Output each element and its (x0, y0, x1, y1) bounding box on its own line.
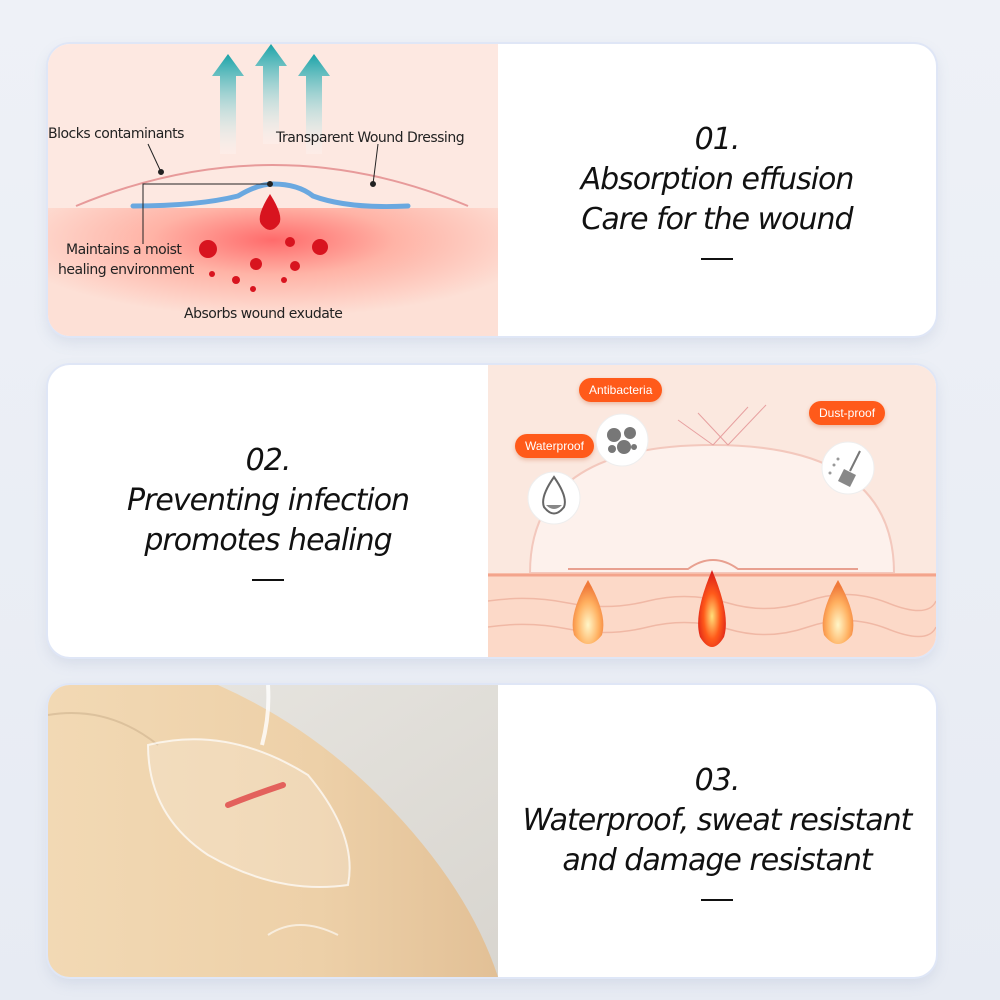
feature-title-line1: Preventing infection (126, 483, 410, 518)
water-stream (260, 685, 271, 746)
feature-number: 03. (694, 763, 741, 798)
arm-photo (48, 685, 498, 977)
feature-title-line1: Absorption effusion (580, 162, 855, 197)
title-underline (701, 258, 733, 260)
feature-text-panel: 03. Waterproof, sweat resistant and dama… (498, 685, 936, 977)
feature-title-line1: Waterproof, sweat resistant (522, 803, 913, 838)
feature-text-panel: 01. Absorption effusion Care for the wou… (498, 44, 936, 336)
water-drop-icon (527, 471, 581, 525)
feature-card-absorption: Blocks contaminants Transparent Wound Dr… (48, 44, 936, 336)
badge-waterproof: Waterproof (515, 434, 594, 458)
callout-lines (142, 143, 379, 244)
skin-barrier-diagram (488, 365, 936, 657)
arm (48, 685, 498, 977)
title-underline (252, 579, 284, 581)
wound-scratch (225, 782, 286, 808)
label-moist-line2: healing environment (58, 262, 194, 278)
feature-card-infection: 02. Preventing infection promotes healin… (48, 365, 936, 657)
dust-broom-icon (821, 441, 875, 495)
arm-photo-panel (48, 685, 498, 977)
wound-diagram (48, 44, 498, 336)
bacteria-icon (595, 413, 649, 467)
follicle-left (572, 580, 604, 644)
label-absorbs-exudate: Absorbs wound exudate (184, 306, 343, 322)
title-underline (701, 899, 733, 901)
feature-title-line2: Care for the wound (581, 202, 853, 237)
transparent-dressing (146, 738, 351, 888)
wound-diagram-panel: Blocks contaminants Transparent Wound Dr… (48, 44, 498, 336)
label-blocks-contaminants: Blocks contaminants (48, 126, 184, 142)
skin-barrier-panel: Antibacteria Waterproof Dust-proof (488, 365, 936, 657)
feature-card-waterproof: 03. Waterproof, sweat resistant and dama… (48, 685, 936, 977)
label-moist-line1: Maintains a moist (66, 242, 182, 258)
blood-drop-icon (259, 194, 281, 230)
wound-center (698, 570, 726, 647)
badge-antibacteria: Antibacteria (579, 378, 663, 402)
up-arrow-icon (255, 44, 287, 144)
deflect-rays (677, 404, 767, 446)
exudate-droplets (199, 237, 328, 292)
feature-text-panel: 02. Preventing infection promotes healin… (48, 365, 488, 657)
feature-number: 01. (694, 122, 741, 157)
follicle-right (822, 580, 854, 644)
up-arrow-icon (298, 54, 330, 154)
feature-title-line2: promotes healing (144, 523, 392, 558)
skin-curve (75, 164, 469, 207)
badge-dust-proof: Dust-proof (809, 401, 886, 425)
label-transparent-dressing: Transparent Wound Dressing (276, 130, 465, 146)
feature-title-line2: and damage resistant (562, 843, 872, 878)
feature-number: 02. (245, 443, 292, 478)
up-arrow-icon (212, 54, 244, 154)
